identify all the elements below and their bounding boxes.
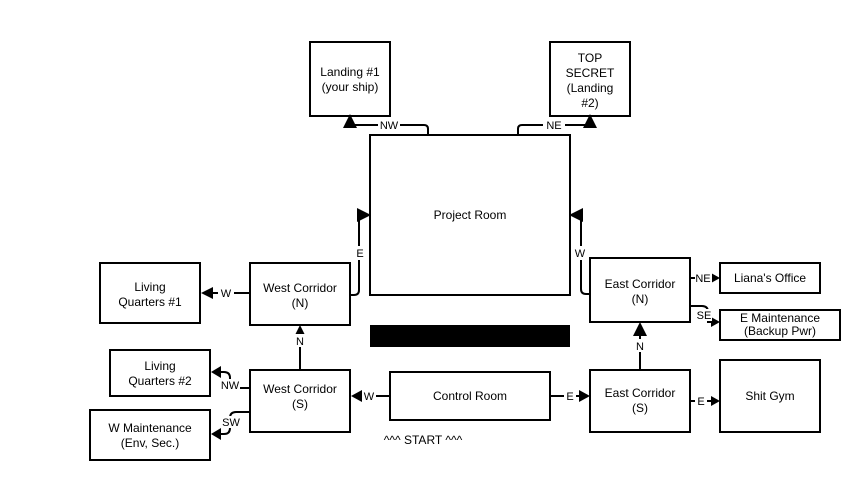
room-shit-gym: Shit Gym bbox=[719, 359, 821, 433]
exit-label: SW bbox=[222, 417, 240, 429]
room-label: Control Room bbox=[433, 389, 507, 403]
room-lianas-office: Liana's Office bbox=[719, 262, 821, 294]
room-top-secret: TOP SECRET (Landing #2) bbox=[549, 41, 631, 117]
room-label: (S) bbox=[292, 397, 308, 411]
room-label: Living bbox=[134, 280, 165, 294]
exit-label: E bbox=[356, 248, 363, 260]
room-label: #2) bbox=[581, 96, 598, 110]
exit-n-to-east-corridor-n: N bbox=[633, 322, 647, 370]
room-east-corridor-s: East Corridor (S) bbox=[589, 369, 691, 433]
exit-se-to-e-maintenance: SE bbox=[690, 305, 720, 327]
room-label: (your ship) bbox=[322, 80, 379, 94]
exit-label: NE bbox=[695, 273, 710, 285]
room-label: Liana's Office bbox=[734, 271, 806, 285]
room-label: West Corridor bbox=[263, 382, 337, 396]
room-w-maintenance: W Maintenance (Env, Sec.) bbox=[89, 409, 211, 461]
room-label: TOP bbox=[578, 51, 602, 65]
exit-w-to-project-room: W bbox=[569, 208, 590, 295]
room-e-maintenance: E Maintenance (Backup Pwr) bbox=[719, 309, 841, 341]
room-label: Project Room bbox=[434, 208, 507, 222]
room-east-corridor-n: East Corridor (N) bbox=[589, 257, 691, 323]
room-label: East Corridor bbox=[605, 386, 676, 400]
room-label: (N) bbox=[292, 296, 309, 310]
room-project-room: Project Room bbox=[369, 134, 571, 296]
room-label: (S) bbox=[632, 401, 648, 415]
exit-label: W bbox=[364, 391, 375, 403]
exit-e-to-shit-gym: E bbox=[690, 395, 720, 408]
exit-n-to-west-corridor-n: N bbox=[294, 325, 306, 370]
room-control-room: Control Room bbox=[389, 371, 551, 421]
room-label: Shit Gym bbox=[745, 389, 794, 403]
exit-label: NE bbox=[546, 120, 561, 132]
room-label: (Landing bbox=[567, 81, 614, 95]
room-label: (Backup Pwr) bbox=[744, 324, 816, 338]
exit-sw-to-w-maintenance: SW bbox=[211, 411, 250, 440]
exit-label: N bbox=[296, 336, 304, 348]
room-label: East Corridor bbox=[605, 277, 676, 291]
exit-nw-to-landing-1: NW bbox=[343, 114, 429, 135]
exit-nw-to-living-quarters-2: NW bbox=[211, 366, 250, 392]
exit-label: E bbox=[697, 396, 704, 408]
exit-label: NW bbox=[221, 380, 240, 392]
room-label: E Maintenance bbox=[740, 311, 820, 325]
room-label: Quarters #1 bbox=[118, 295, 182, 309]
room-label: Living bbox=[144, 359, 175, 373]
exit-label: E bbox=[566, 391, 573, 403]
exit-ne-to-lianas-office: NE bbox=[690, 272, 720, 285]
exit-e-to-project-room: E bbox=[350, 208, 371, 296]
room-label: SECRET bbox=[566, 66, 615, 80]
exit-w-to-living-quarters-1: W bbox=[201, 286, 250, 300]
room-label: (Env, Sec.) bbox=[121, 436, 179, 450]
exit-label: W bbox=[575, 248, 586, 260]
room-label: West Corridor bbox=[263, 281, 337, 295]
room-label: Quarters #2 bbox=[128, 374, 192, 388]
exit-label: W bbox=[221, 288, 232, 300]
exit-e-to-east-corridor-s: E bbox=[550, 390, 590, 403]
room-west-corridor-s: West Corridor (S) bbox=[249, 369, 351, 433]
room-west-corridor-n: West Corridor (N) bbox=[249, 262, 351, 326]
exit-label: SE bbox=[697, 310, 712, 322]
start-label: ^^^ START ^^^ bbox=[384, 433, 463, 447]
exit-label: NW bbox=[380, 120, 399, 132]
exit-w-to-west-corridor-s: W bbox=[351, 390, 390, 403]
room-label: (N) bbox=[632, 292, 649, 306]
room-label: Landing #1 bbox=[320, 65, 380, 79]
room-living-quarters-2: Living Quarters #2 bbox=[109, 349, 211, 397]
room-landing-1: Landing #1 (your ship) bbox=[309, 41, 391, 117]
exit-label: N bbox=[636, 341, 644, 353]
redacted-bar bbox=[370, 325, 570, 347]
room-label: W Maintenance bbox=[108, 421, 192, 435]
exit-ne-to-top-secret: NE bbox=[517, 114, 597, 135]
room-living-quarters-1: Living Quarters #1 bbox=[99, 262, 201, 324]
